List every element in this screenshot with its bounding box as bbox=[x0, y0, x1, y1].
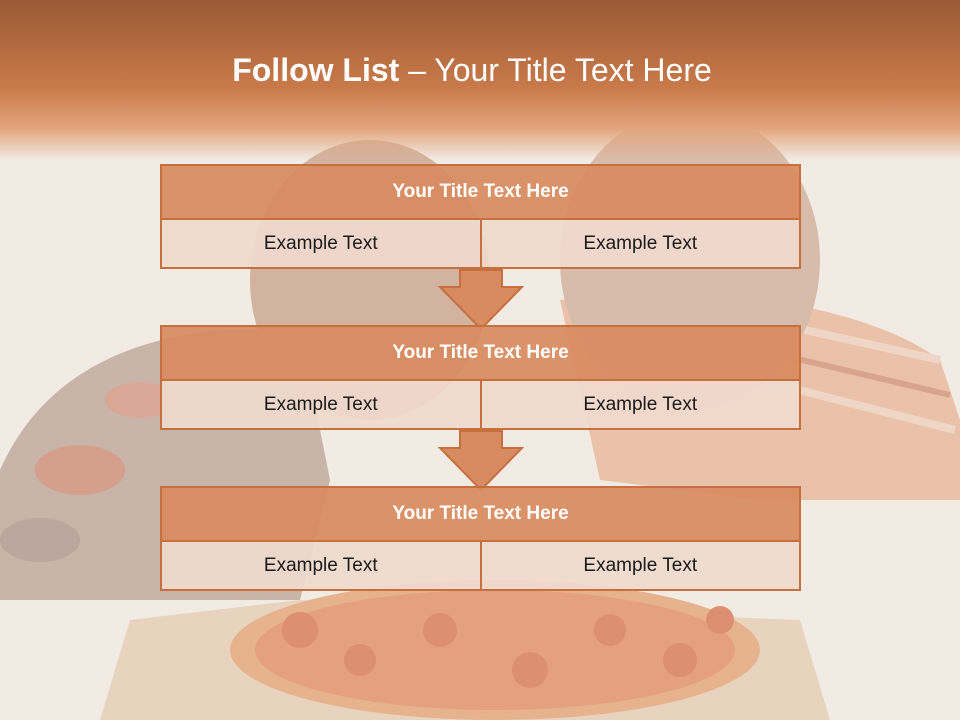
slide-title: Follow List – Your Title Text Here bbox=[0, 52, 944, 89]
down-arrow-icon bbox=[438, 269, 524, 331]
step-cell-left: Example Text bbox=[160, 220, 482, 269]
header-band bbox=[0, 0, 960, 160]
step-title: Your Title Text Here bbox=[160, 486, 801, 542]
step-block-1: Your Title Text Here Example Text Exampl… bbox=[160, 164, 801, 269]
step-cell-right: Example Text bbox=[481, 220, 801, 269]
step-row: Example Text Example Text bbox=[160, 220, 801, 269]
slide-title-bold: Follow List bbox=[232, 52, 400, 88]
slide-title-rest: – Your Title Text Here bbox=[399, 52, 712, 88]
step-cell-right: Example Text bbox=[481, 381, 801, 430]
step-row: Example Text Example Text bbox=[160, 542, 801, 591]
step-title: Your Title Text Here bbox=[160, 325, 801, 381]
step-cell-left: Example Text bbox=[160, 381, 482, 430]
down-arrow-icon bbox=[438, 430, 524, 492]
step-row: Example Text Example Text bbox=[160, 381, 801, 430]
step-title: Your Title Text Here bbox=[160, 164, 801, 220]
step-cell-left: Example Text bbox=[160, 542, 482, 591]
step-cell-right: Example Text bbox=[481, 542, 801, 591]
step-block-3: Your Title Text Here Example Text Exampl… bbox=[160, 486, 801, 591]
step-block-2: Your Title Text Here Example Text Exampl… bbox=[160, 325, 801, 430]
